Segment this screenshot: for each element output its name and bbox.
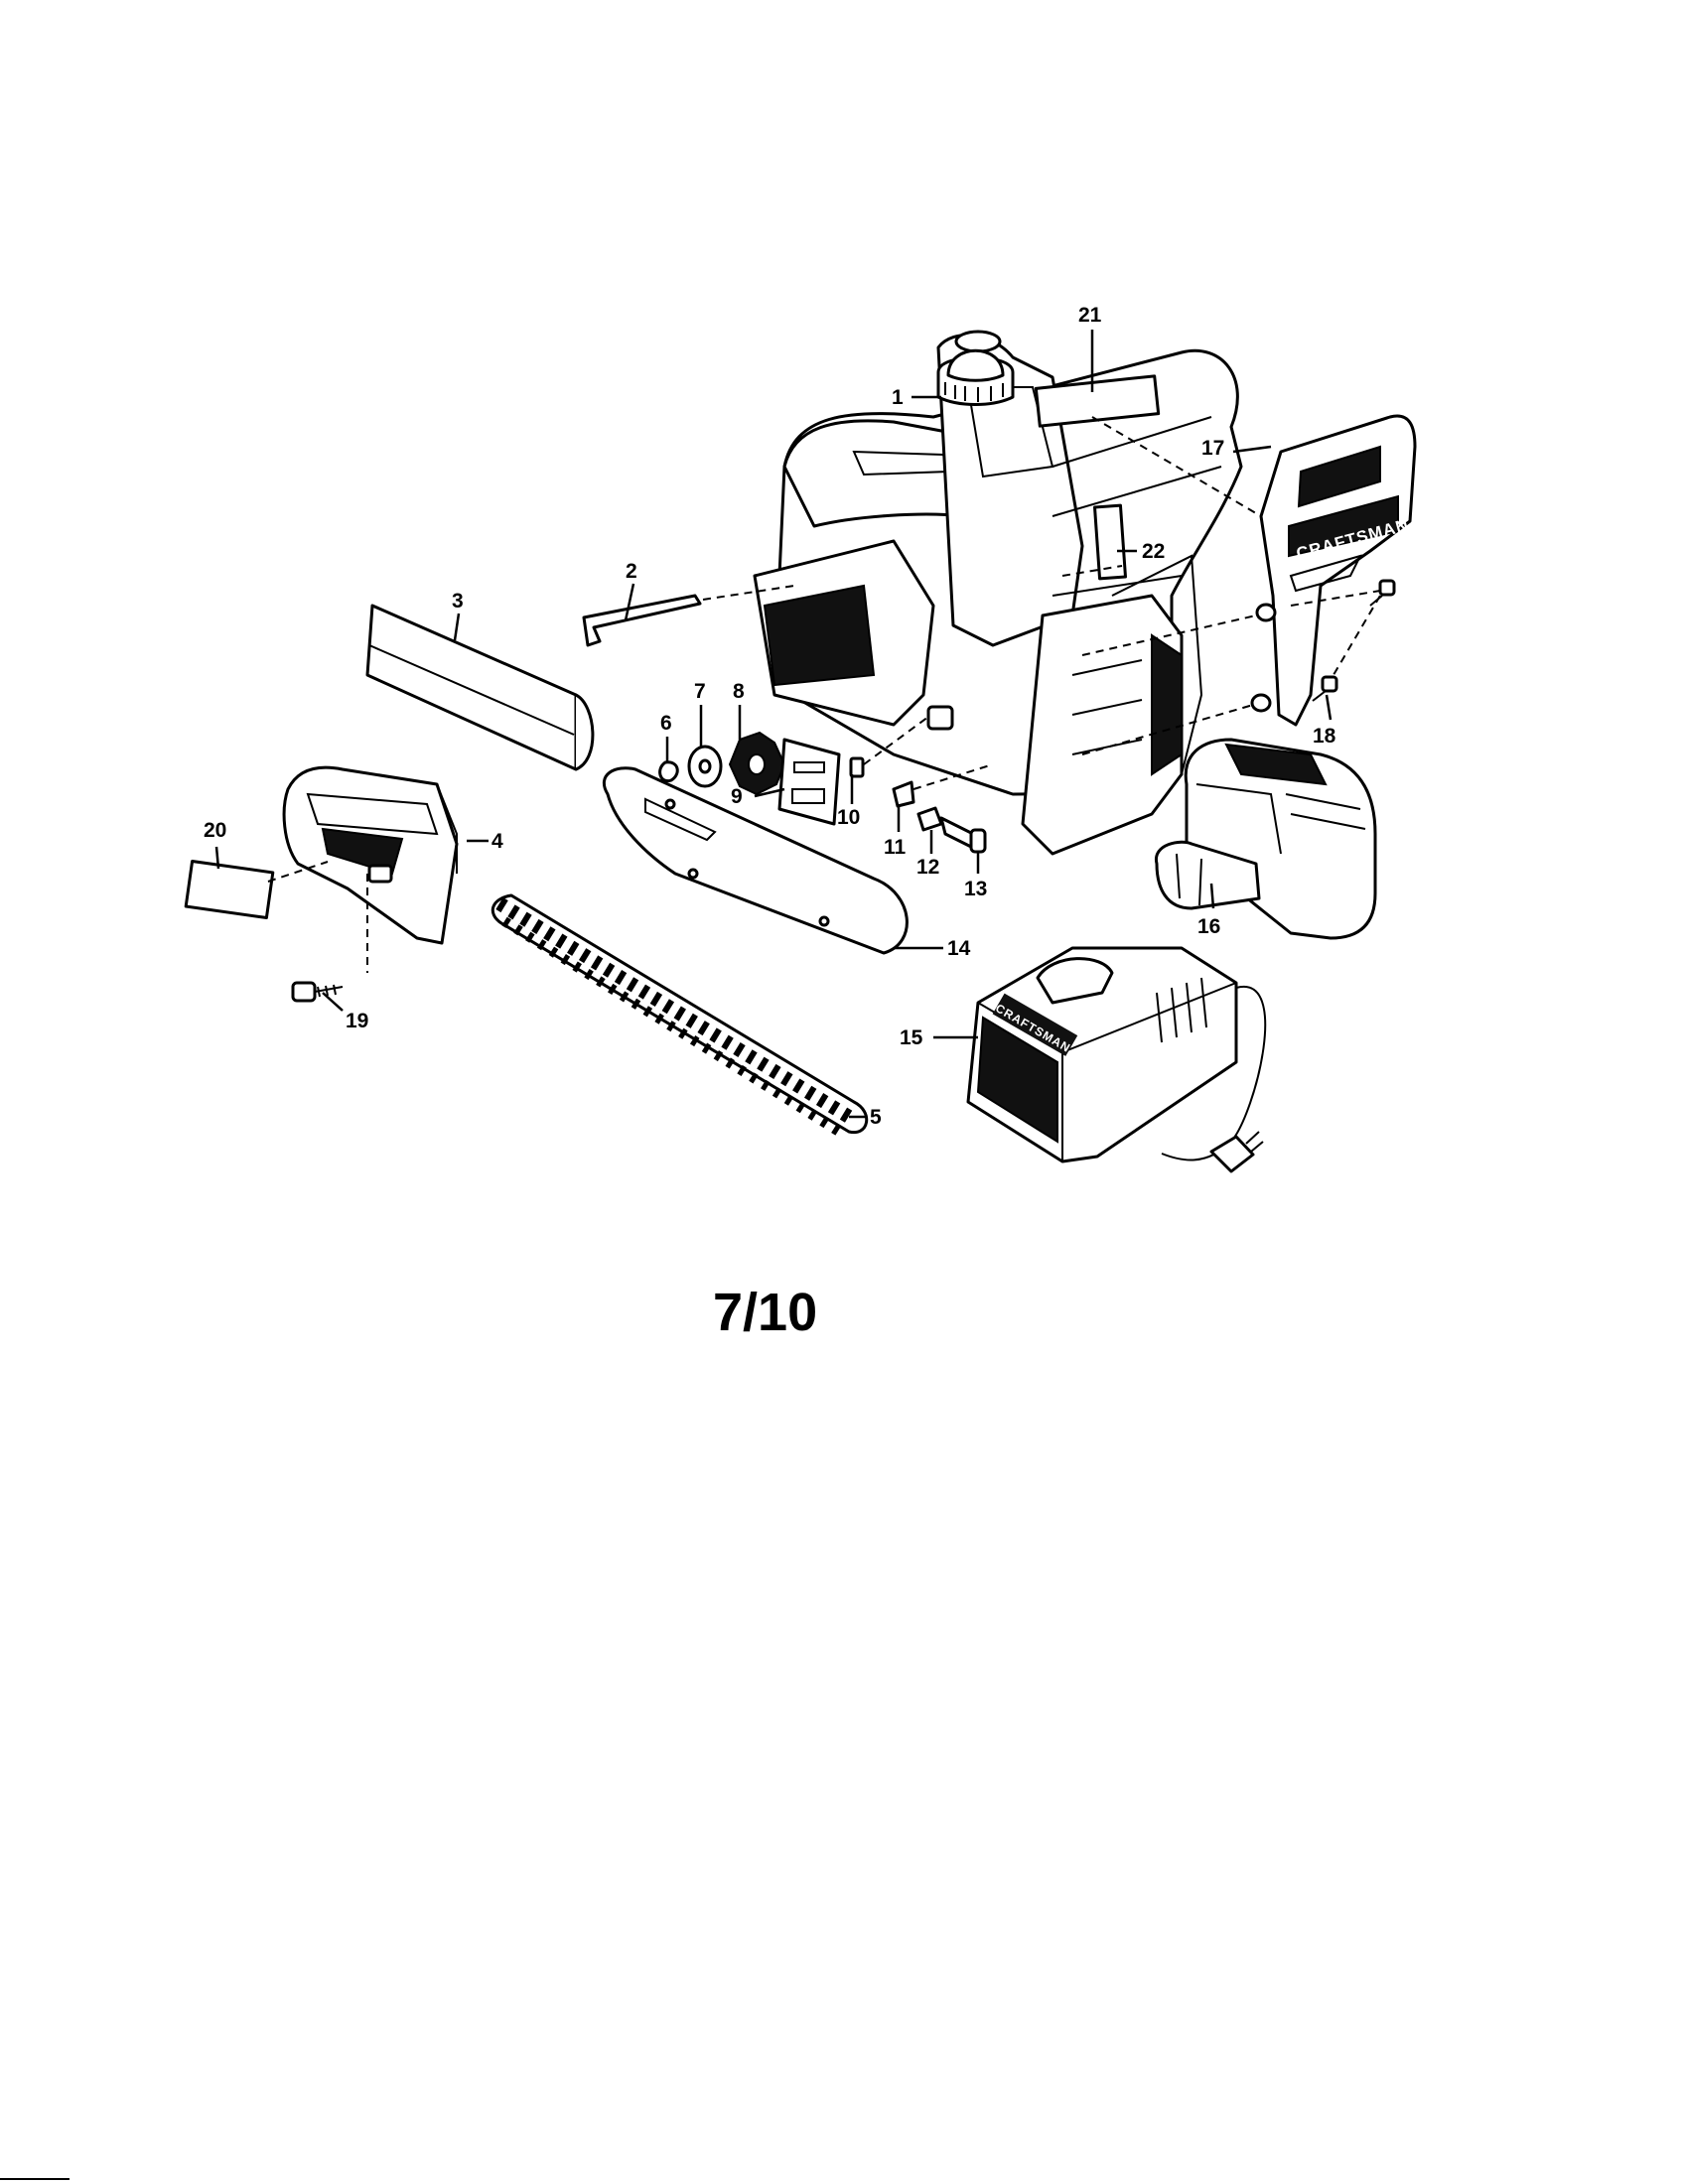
- callout-2: 2: [626, 560, 637, 583]
- battery-charger: CRAFTSMAN: [966, 946, 1267, 1173]
- label-22: [1093, 503, 1127, 581]
- callout-4: 4: [491, 830, 503, 853]
- bar-plate: [777, 738, 841, 826]
- callout-21: 21: [1078, 304, 1102, 327]
- oil-cap: [936, 348, 1015, 406]
- warning-label-20: [184, 860, 275, 919]
- callout-9: 9: [731, 785, 743, 808]
- tension-bracket: [892, 780, 915, 808]
- callout-leaders: [214, 330, 1333, 1119]
- callout-8: 8: [733, 680, 745, 703]
- callout-12: 12: [916, 856, 939, 879]
- page-number: 7/10: [713, 1283, 817, 1342]
- callout-20: 20: [204, 819, 226, 842]
- battery-pack: [1155, 738, 1377, 940]
- sprocket-cover: [282, 765, 459, 945]
- callout-17: 17: [1201, 437, 1224, 460]
- adjuster-pin: [849, 756, 865, 778]
- callout-13: 13: [964, 878, 987, 900]
- callout-16: 16: [1197, 915, 1220, 938]
- callout-22: 22: [1142, 540, 1165, 563]
- hex-key: [582, 594, 702, 647]
- saw-chain: [491, 893, 869, 1137]
- guide-bar: [602, 766, 909, 955]
- cover-screws: [1312, 579, 1396, 702]
- label-21: [1034, 374, 1161, 428]
- callout-10: 10: [837, 806, 860, 829]
- bar-scabbard: [365, 604, 595, 771]
- cover-screw: [291, 981, 344, 1003]
- callout-18: 18: [1313, 725, 1336, 748]
- callout-14: 14: [947, 937, 971, 960]
- callout-7: 7: [694, 680, 706, 703]
- washer: [687, 745, 723, 788]
- callout-19: 19: [346, 1010, 368, 1032]
- callout-labels: 1 2 3 4 5 6 7 8 9 10 11 12 13 14 15 16 1…: [204, 304, 1336, 1129]
- callout-1: 1: [892, 386, 904, 409]
- retaining-ring: [658, 760, 679, 783]
- callout-11: 11: [884, 836, 907, 859]
- callout-15: 15: [900, 1026, 923, 1049]
- bar-bolt: [939, 816, 987, 854]
- callout-3: 3: [452, 590, 464, 613]
- power-plug: [1209, 1131, 1264, 1173]
- bar-nut: [916, 806, 943, 832]
- callout-5: 5: [870, 1106, 882, 1129]
- callout-6: 6: [660, 712, 672, 735]
- drive-sprocket: [728, 731, 786, 796]
